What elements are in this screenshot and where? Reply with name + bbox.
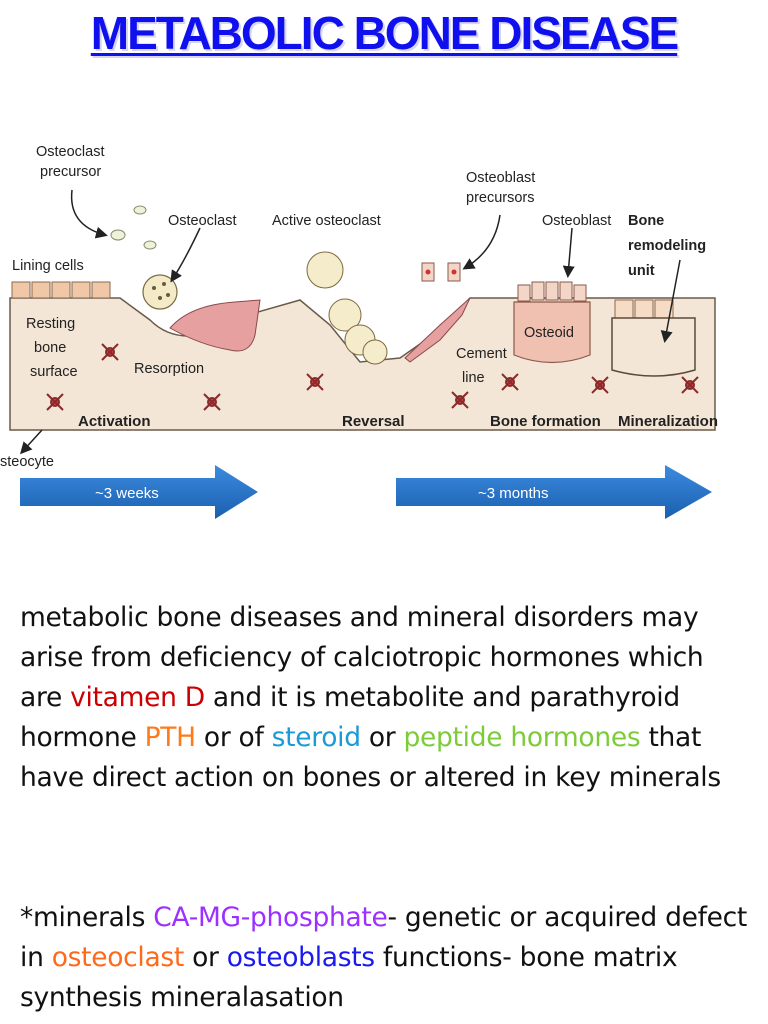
osteoclast-highlight: osteoclast [51, 942, 185, 973]
label-osteoclast: Osteoclast [168, 213, 237, 229]
stage-activation: Activation [78, 413, 151, 430]
vitamin-d-highlight: vitamen D [70, 682, 205, 713]
remodeling-unit-outline [611, 317, 696, 377]
label-osteoclast-precursor-2: precursor [40, 164, 101, 180]
label-resorption: Resorption [134, 361, 204, 377]
label-resting-3: surface [30, 364, 78, 380]
stage-bone-formation: Bone formation [490, 413, 601, 430]
reversal-strip [404, 297, 471, 363]
label-osteoblast: Osteoblast [542, 213, 611, 229]
osteoblasts-highlight: osteoblasts [226, 942, 375, 973]
osteocytes [46, 343, 699, 411]
label-resting-2: bone [34, 340, 66, 356]
label-active-osteoclast: Active osteoclast [272, 213, 381, 229]
arrow-weeks-label: ~3 weeks [95, 485, 159, 502]
osteoclast-cell [142, 274, 178, 310]
p2-text-3: or [183, 942, 227, 973]
active-osteoclast-cells [306, 251, 388, 365]
p1-text-1: metabolic bone diseases and mineral diso… [20, 602, 704, 713]
label-cement-line-2: line [462, 370, 485, 386]
osteoclast-precursor-cells [110, 205, 157, 250]
label-bone-remodeling-3: unit [628, 263, 655, 279]
stage-mineralization: Mineralization [618, 413, 718, 430]
p1-text-5: that have direct action on bones or alte… [20, 722, 721, 793]
pth-highlight: PTH [144, 722, 197, 753]
label-osteoclast-precursor: Osteoclast [36, 144, 105, 160]
page-title: METABOLIC BONE DISEASE [90, 7, 679, 59]
resorption-pit [169, 299, 261, 352]
p1-text-4: or [360, 722, 404, 753]
arrow-months [396, 465, 712, 519]
p1-text-2: and it is metabolite and parathyroid hor… [20, 682, 680, 753]
label-osteoblast-precursors: Osteoblast [466, 170, 535, 186]
p2-text-4: functions- bone matrix synthesis mineral… [20, 942, 678, 1013]
bone-tissue [9, 297, 716, 431]
label-bone-remodeling: Bone [628, 213, 664, 229]
label-cement-line: Cement [456, 346, 507, 362]
bone-remodeling-diagram: Osteoclast precursor Osteoclast Active o… [0, 144, 718, 519]
minerals-highlight: CA-MG-phosphate [153, 902, 388, 933]
steroid-highlight: steroid [271, 722, 361, 753]
lining-cells [11, 281, 674, 319]
paragraph-2: *minerals CA-MG-phosphate- genetic or ac… [20, 898, 760, 1018]
p2-text-1: *minerals [20, 902, 154, 933]
arrow-weeks [20, 465, 258, 519]
osteoblast-cells [517, 281, 587, 302]
label-osteoid: Osteoid [524, 325, 574, 341]
label-lining-cells: Lining cells [12, 258, 84, 274]
stage-reversal: Reversal [342, 413, 405, 430]
label-osteocyte: steocyte [0, 454, 54, 470]
paragraph-1: metabolic bone diseases and mineral diso… [20, 598, 750, 798]
p2-text-2: - genetic or acquired defect in [20, 902, 747, 973]
label-osteoblast-precursors-2: precursors [466, 190, 535, 206]
p1-text-3: or of [195, 722, 272, 753]
osteoid-region [513, 301, 591, 364]
label-bone-remodeling-2: remodeling [628, 238, 706, 254]
peptide-highlight: peptide hormones [403, 722, 641, 753]
label-resting: Resting [26, 316, 75, 332]
arrow-months-label: ~3 months [478, 485, 548, 502]
